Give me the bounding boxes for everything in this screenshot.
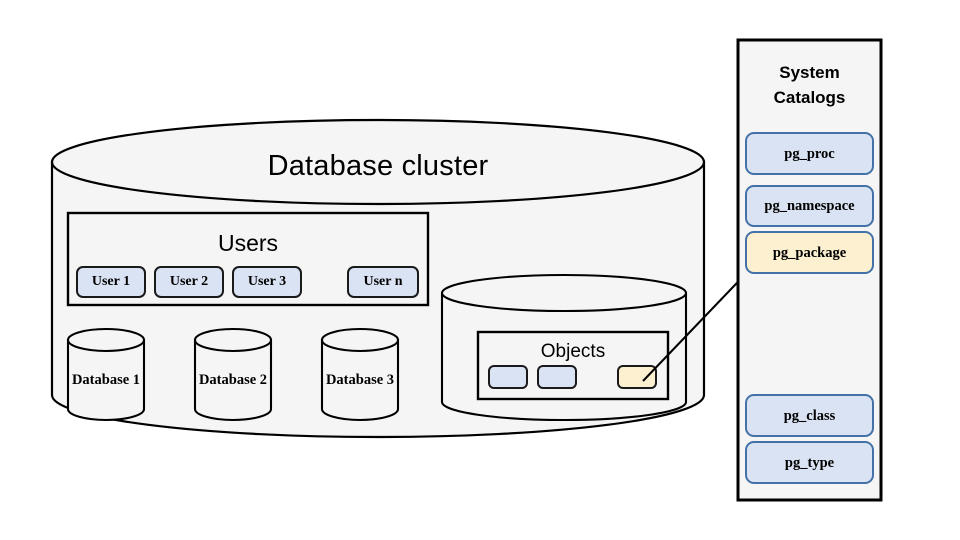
cluster-title: Database cluster [267, 150, 489, 182]
user-chip-2-label: User 2 [169, 274, 209, 289]
system-catalogs-title-line2: Catalogs [773, 88, 846, 107]
system-catalogs-title-line1: System [779, 63, 840, 82]
database-cylinder-2[interactable] [193, 327, 273, 422]
objects-title: Objects [540, 341, 606, 362]
user-chip-2[interactable] [154, 266, 224, 298]
objects-chip-1[interactable] [488, 365, 528, 389]
catalog-label-pg-class: pg_class [783, 408, 836, 424]
catalog-label-pg-namespace: pg_namespace [764, 198, 855, 214]
database-cylinder-3[interactable] [320, 327, 400, 422]
catalog-box-pg-proc[interactable] [745, 132, 874, 175]
objects-chip-2[interactable] [537, 365, 577, 389]
database-cylinder-1[interactable] [66, 327, 146, 422]
database-2-label: Database 2 [198, 372, 268, 388]
user-chip-3-label: User 3 [247, 274, 287, 289]
user-chip-3[interactable] [232, 266, 302, 298]
user-chip-1-label: User 1 [91, 274, 131, 289]
catalog-label-pg-package: pg_package [772, 245, 847, 261]
user-chip-n[interactable] [347, 266, 419, 298]
catalog-box-pg-class[interactable] [745, 394, 874, 437]
users-title: Users [217, 230, 279, 256]
user-chip-1[interactable] [76, 266, 146, 298]
catalog-label-pg-type: pg_type [784, 455, 835, 471]
catalog-box-pg-type[interactable] [745, 441, 874, 484]
catalog-label-pg-proc: pg_proc [784, 146, 835, 162]
database-1-label: Database 1 [71, 372, 141, 388]
objects-chip-3[interactable] [617, 365, 657, 389]
database-3-label: Database 3 [325, 372, 395, 388]
catalog-box-pg-namespace[interactable] [745, 185, 874, 227]
system-catalogs-title: System Catalogs [738, 60, 881, 110]
catalog-box-pg-package[interactable] [745, 231, 874, 274]
user-chip-n-label: User n [363, 274, 403, 289]
